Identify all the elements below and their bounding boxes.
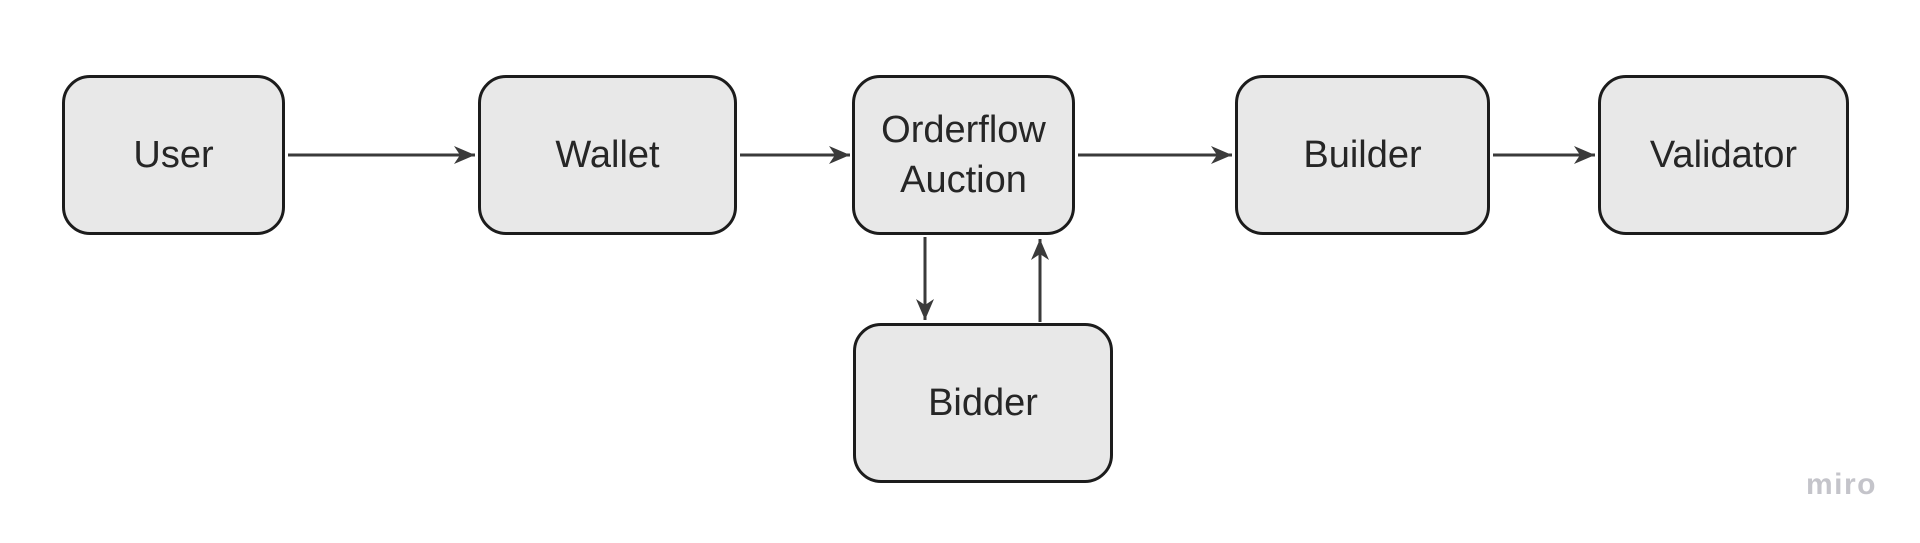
node-wallet[interactable]: Wallet — [478, 75, 737, 235]
node-validator[interactable]: Validator — [1598, 75, 1849, 235]
node-bidder-label: Bidder — [928, 381, 1038, 424]
node-wallet-label: Wallet — [555, 133, 660, 176]
node-builder[interactable]: Builder — [1235, 75, 1490, 235]
node-orderflow-auction-label: Orderflow Auction — [881, 108, 1046, 201]
node-user[interactable]: User — [62, 75, 285, 235]
node-orderflow-auction[interactable]: Orderflow Auction — [852, 75, 1075, 235]
node-bidder[interactable]: Bidder — [853, 323, 1113, 483]
miro-watermark: miro — [1805, 468, 1877, 501]
node-user-label: User — [133, 133, 214, 176]
node-builder-label: Builder — [1303, 133, 1422, 176]
node-validator-label: Validator — [1649, 133, 1798, 176]
